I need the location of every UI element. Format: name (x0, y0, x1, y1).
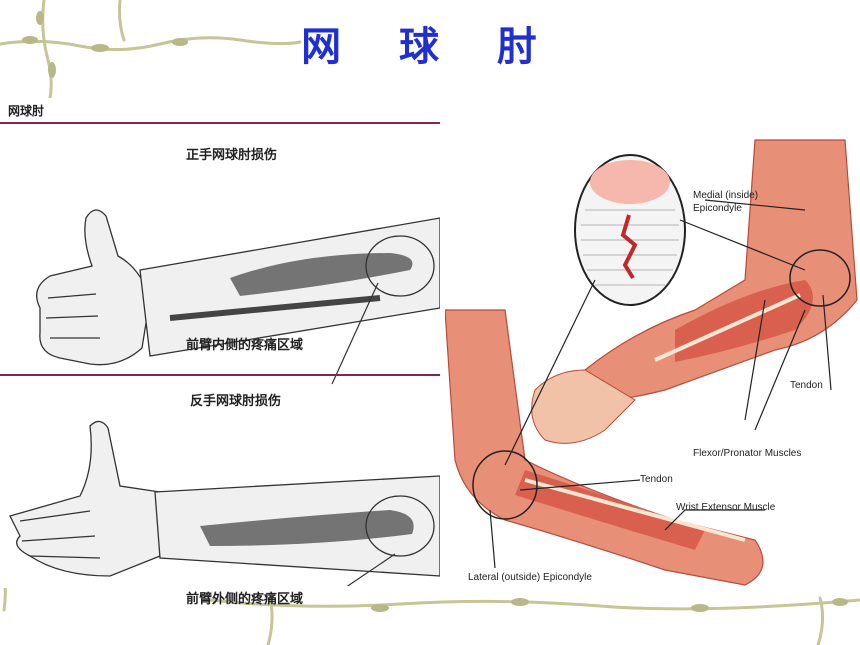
top-divider (0, 122, 440, 124)
label-medial: Medial (inside) (693, 190, 759, 201)
label-wrist-extensor: Wrist Extensor Muscle (676, 502, 776, 513)
label-tendon-lower: Tendon (640, 474, 673, 485)
backhand-arm-illustration (9, 420, 440, 586)
slide-title: 网 球 肘 (301, 23, 559, 70)
anatomy-illustration (445, 139, 858, 586)
label-tendon-upper: Tendon (790, 380, 823, 391)
forehand-heading: 正手网球肘损伤 (186, 148, 278, 163)
middle-divider (0, 374, 440, 376)
label-lateral-epicondyle: Lateral (outside) Epicondyle (468, 572, 592, 583)
left-figure-panel: 网球肘 正手网球肘损伤 前臂内侧的疼痛区域 反手网球肘损伤 前臂外侧的疼痛区域 (0, 98, 440, 607)
forehand-arm-illustration (36, 209, 440, 385)
medial-pain-callout: 前臂内侧的疼痛区域 (186, 338, 304, 353)
label-flexor-pronator: Flexor/Pronator Muscles (693, 448, 802, 459)
lateral-pain-callout: 前臂外侧的疼痛区域 (186, 592, 304, 607)
backhand-heading: 反手网球肘损伤 (190, 394, 282, 409)
label-epicondyle: Epicondyle (693, 203, 742, 214)
figure-corner-label: 网球肘 (8, 104, 45, 118)
